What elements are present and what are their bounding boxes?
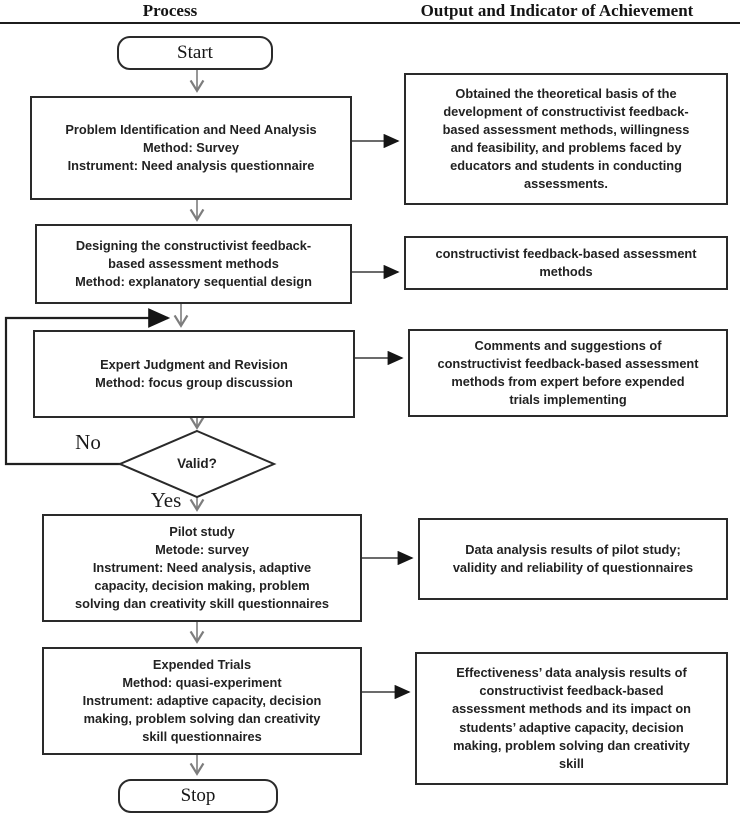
node-text-line: development of constructivist feedback-: [443, 103, 689, 119]
start-node: Start: [117, 36, 273, 70]
process-box-expended-trials: Expended Trials Method: quasi-experiment…: [42, 647, 362, 755]
yes-label: Yes: [150, 488, 182, 512]
node-text-line: Method: Survey: [143, 139, 239, 155]
no-loop-arrow: [4, 308, 171, 466]
node-text-line: capacity, decision making, problem: [94, 578, 310, 594]
node-text-line: educators and students in conducting: [450, 158, 682, 174]
node-text-line: Instrument: Need analysis questionnaire: [67, 158, 315, 174]
node-text-line: students’ adaptive capacity, decision: [459, 719, 684, 735]
node-text-line: Effectiveness’ data analysis results of: [456, 665, 687, 681]
process-box-designing: Designing the constructivist feedback- b…: [35, 224, 352, 304]
decision-diamond-shape: [117, 429, 277, 499]
process-box-need-analysis: Problem Identification and Need Analysis…: [30, 96, 352, 200]
stop-label: Stop: [180, 784, 216, 806]
node-text-line: based assessment methods: [108, 255, 279, 271]
node-text-line: constructivist feedback-based assessment: [437, 355, 699, 371]
node-text-line: making, problem solving dan creativity: [453, 737, 690, 753]
output-box-assessment-methods: constructivist feedback-based assessment…: [404, 236, 728, 290]
output-box-expert-comments: Comments and suggestions of constructivi…: [408, 329, 728, 417]
node-text-line: Method: focus group discussion: [95, 375, 293, 390]
node-text-line: and feasibility, and problems faced by: [450, 140, 682, 155]
node-text-line: Expended Trials: [152, 656, 252, 672]
output-box-theoretical-basis: Obtained the theoretical basis of the de…: [404, 73, 728, 205]
node-text-line: skill: [559, 755, 584, 771]
node-text-line: Expert Judgment and Revision: [100, 356, 288, 372]
stop-node: Stop: [118, 779, 278, 813]
column-header-output: Output and Indicator of Achievement: [420, 1, 694, 20]
node-text-line: solving dan creativity skill questionnai…: [75, 596, 329, 612]
node-text-line: Problem Identification and Need Analysis: [65, 121, 317, 137]
node-text-line: skill questionnaires: [142, 729, 262, 745]
node-text-line: constructivist feedback-based: [479, 683, 664, 699]
process-box-pilot-study: Pilot study Metode: survey Instrument: N…: [42, 514, 362, 622]
node-text-line: assessment methods and its impact on: [452, 701, 691, 717]
header-underline: [0, 22, 740, 24]
node-text-line: Method: explanatory sequential design: [75, 274, 312, 290]
node-text-line: making, problem solving dan creativity: [83, 711, 321, 727]
node-text-line: Designing the constructivist feedback-: [75, 237, 312, 253]
node-text-line: constructivist feedback-based assessment: [435, 245, 697, 261]
node-text-line: Comments and suggestions of: [474, 337, 662, 353]
no-label: No: [75, 430, 101, 454]
node-text-line: methods from expert before expended: [451, 374, 685, 389]
node-text-line: Obtained the theoretical basis of the: [455, 85, 677, 101]
node-text-line: trials implementing: [509, 392, 627, 408]
node-text-line: Data analysis results of pilot study;: [465, 541, 681, 557]
node-text-line: Instrument: adaptive capacity, decision: [82, 692, 322, 708]
node-text-line: based assessment methods, willingness: [442, 121, 690, 137]
start-label: Start: [177, 41, 213, 63]
node-text-line: Method: quasi-experiment: [122, 674, 282, 690]
node-text-line: assessments.: [524, 176, 608, 192]
node-text-line: Metode: survey: [155, 541, 249, 557]
node-text-line: validity and reliability of questionnair…: [452, 560, 694, 575]
node-text-line: Instrument: Need analysis, adaptive: [92, 559, 312, 575]
output-box-pilot-results: Data analysis results of pilot study; va…: [418, 518, 728, 600]
output-box-effectiveness-results: Effectiveness’ data analysis results of …: [415, 652, 728, 785]
process-box-expert-judgment: Expert Judgment and Revision Method: foc…: [33, 330, 355, 418]
decision-label: Valid?: [177, 456, 217, 471]
column-header-process: Process: [142, 1, 198, 20]
node-text-line: methods: [539, 264, 593, 279]
node-text-line: Pilot study: [169, 523, 235, 539]
